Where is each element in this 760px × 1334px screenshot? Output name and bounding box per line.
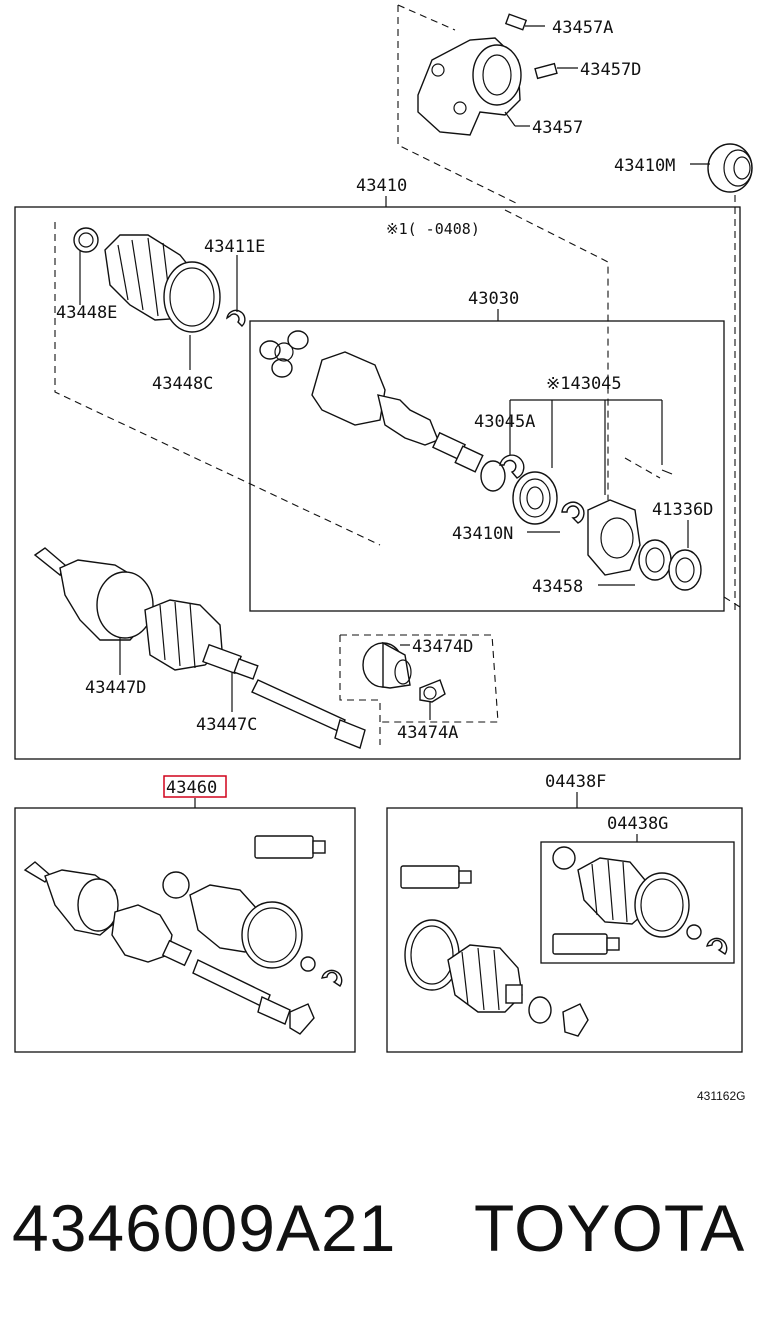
assembly-box-04438F <box>386 807 743 1053</box>
ring-43411E[interactable] <box>226 309 246 327</box>
label-43410M: 43410M <box>614 156 675 176</box>
boot-kit-04438G[interactable] <box>552 846 728 955</box>
label-43458: 43458 <box>532 577 583 597</box>
highlight-43460[interactable] <box>163 775 227 798</box>
label-43457A: 43457A <box>552 18 613 38</box>
label-43045A: 43045A <box>474 412 535 432</box>
label-43448E: 43448E <box>56 303 117 323</box>
label-04438G: 04438G <box>607 814 668 834</box>
seal-43410M[interactable] <box>707 143 753 193</box>
clamp-43448C[interactable] <box>163 261 221 333</box>
label-41336D: 41336D <box>652 500 713 520</box>
brand-name: TOYOTA <box>474 1191 746 1265</box>
label-43447C: 43447C <box>196 715 257 735</box>
reference-code: 431162G <box>697 1089 746 1103</box>
tripod-joint[interactable] <box>259 330 309 378</box>
damper-43474D[interactable] <box>362 641 412 689</box>
part-number: 4346009A21 <box>12 1191 397 1265</box>
label-43410: 43410 <box>356 176 407 196</box>
axle-assembly-43460[interactable] <box>23 861 291 1025</box>
assembly-box-04438G <box>540 841 735 964</box>
clamp-43448E[interactable] <box>73 227 99 253</box>
label-43411E: 43411E <box>204 237 265 257</box>
assembly-box-43410 <box>14 206 741 760</box>
bearing-43410N[interactable] <box>512 471 558 525</box>
bracket-43457[interactable] <box>417 37 522 136</box>
label-04438F: 04438F <box>545 772 606 792</box>
assembly-box-43030 <box>249 320 725 612</box>
assembly-box-43460 <box>14 807 356 1053</box>
bolt-43457A[interactable] <box>504 13 545 31</box>
boot-kit-04438F[interactable] <box>404 919 589 1037</box>
snap-ring-43045A[interactable] <box>499 454 525 479</box>
bearing-housing-43458[interactable] <box>587 499 672 581</box>
seal-41336D[interactable] <box>668 549 702 591</box>
label-43447D: 43447D <box>85 678 146 698</box>
label-43448C: 43448C <box>152 374 213 394</box>
snap-ring-small[interactable] <box>561 501 585 524</box>
bolt-43457D[interactable] <box>534 62 578 80</box>
label-43474D: 43474D <box>412 637 473 657</box>
inner-joint-housing[interactable] <box>311 351 506 492</box>
grease-tube-04438F[interactable] <box>400 865 472 889</box>
label-43457: 43457 <box>532 118 583 138</box>
label-43457D: 43457D <box>580 60 641 80</box>
clamp-43474A[interactable] <box>419 679 446 703</box>
label-43474A: 43474A <box>397 723 458 743</box>
label-43030: 43030 <box>468 289 519 309</box>
outer-joint-assembly[interactable] <box>33 547 366 749</box>
label-43460: 43460 <box>166 778 217 798</box>
boot-43460[interactable] <box>162 871 343 1035</box>
label-43045: ※143045 <box>546 374 622 394</box>
footer: 4346009A21 TOYOTA <box>12 1190 752 1280</box>
grease-tube-43460[interactable] <box>254 835 326 859</box>
note-1: ※1( -0408) <box>386 220 480 238</box>
label-43410N: 43410N <box>452 524 513 544</box>
